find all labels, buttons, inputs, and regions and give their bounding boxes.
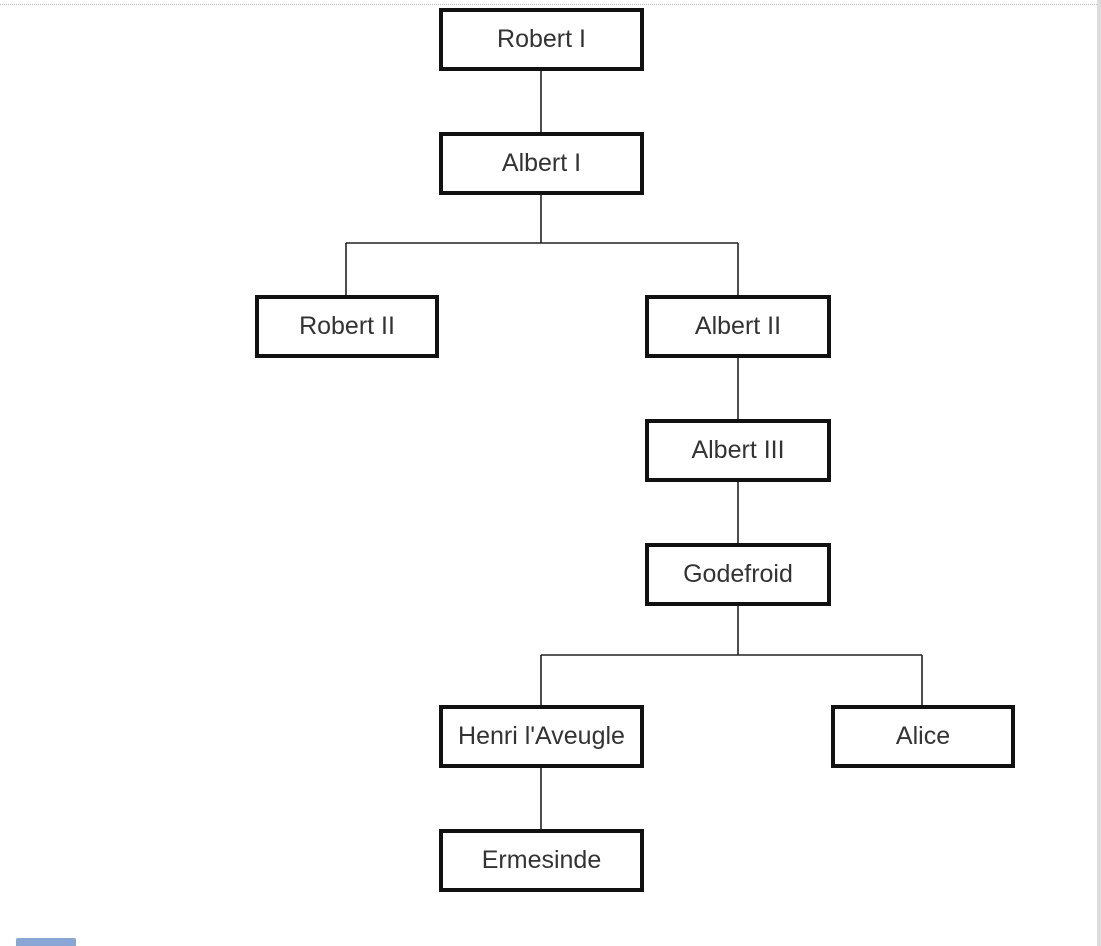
node-label: Albert III [691,436,785,464]
node-label: Alice [895,722,951,750]
node-albert-ii: Albert II [645,295,831,358]
node-label: Godefroid [683,560,793,588]
node-robert-ii: Robert II [255,295,439,358]
node-albert-i: Albert I [439,132,644,195]
node-albert-iii: Albert III [645,419,831,482]
node-alice: Alice [831,705,1015,768]
top-dotted-rule [0,4,1101,5]
node-label: Ermesinde [481,846,602,874]
node-robert-i: Robert I [439,8,644,71]
cropped-heading-fragment [16,938,76,946]
node-label: Henri l'Aveugle [458,722,625,750]
node-label: Robert I [497,25,586,53]
node-label: Albert II [694,312,782,340]
right-scrollbar-edge [1097,0,1101,946]
node-label: Albert I [501,149,582,177]
node-label: Robert II [299,312,395,340]
node-godefroid: Godefroid [645,543,831,606]
node-henri-laveugle: Henri l'Aveugle [439,705,644,768]
node-ermesinde: Ermesinde [439,829,644,892]
